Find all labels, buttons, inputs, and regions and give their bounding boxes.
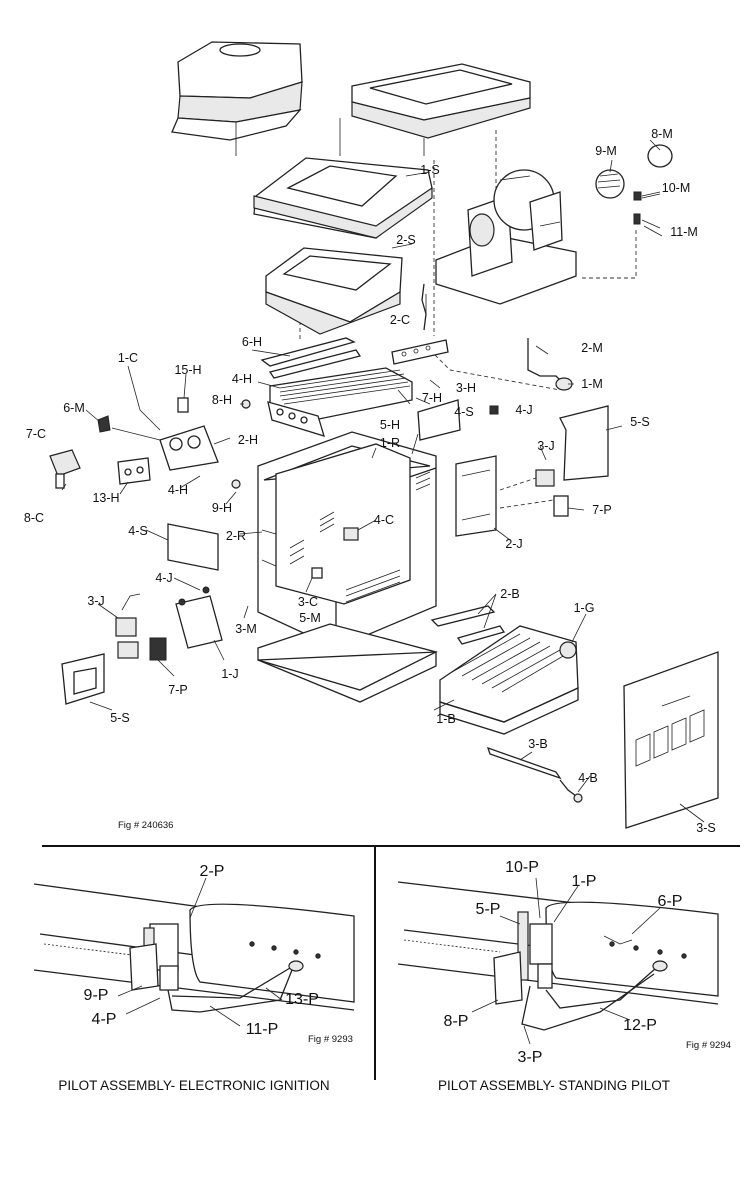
callout-2C: 2-C [389,312,411,327]
callout-4J-left: 4-J [155,570,173,585]
callout-4H-lower: 4-H [167,482,189,497]
callout-3P: 3-P [517,1049,543,1066]
heat-exchanger [241,337,449,437]
motor-parts [595,144,673,229]
callout-8M: 8-M [651,126,673,141]
callout-2S: 2-S [396,232,416,247]
callout-3J-left: 3-J [87,593,105,608]
top-frame-1S [253,157,433,239]
callout-4S-left: 4-S [128,523,148,538]
header-parts [49,397,241,489]
callout-13H: 13-H [92,490,120,505]
callout-5S-left: 5-S [110,710,130,725]
callout-8P: 8-P [443,1013,469,1030]
blower-assembly [435,169,577,305]
callout-2J: 2-J [505,536,523,551]
right-side-parts [417,399,609,537]
callout-9P: 9-P [83,987,109,1004]
callout-8C: 8-C [23,510,45,525]
callout-3J-right: 3-J [537,438,555,453]
callout-10P: 10-P [505,859,539,876]
callout-5P: 5-P [475,901,501,918]
callout-9H: 9-H [211,500,233,515]
front-panel-3S [623,651,719,829]
callout-4S-top: 4-S [454,404,474,419]
callout-6P: 6-P [657,893,683,910]
burner-tray [430,605,579,735]
draft-hood [171,41,303,141]
callout-4C: 4-C [373,512,395,527]
callout-7P-left: 7-P [168,682,188,697]
callout-15H: 15-H [174,362,202,377]
callout-4H: 4-H [231,371,253,386]
callout-7C: 7-C [25,426,47,441]
main-cabinet [257,431,438,703]
top-cover-panel [351,63,531,139]
callout-5M: 5-M [299,610,321,625]
inner-frame-2S [265,247,403,335]
pilot-tube-3B [486,746,583,803]
callout-3B: 3-B [528,736,548,751]
callout-3M: 3-M [235,621,257,636]
caption-standing-pilot: PILOT ASSEMBLY- STANDING PILOT [437,1078,671,1093]
callout-13P: 13-P [285,991,319,1008]
figure-number-main: Fig # 240636 [118,820,174,831]
callout-1P: 1-P [571,873,597,890]
callout-4P: 4-P [91,1011,117,1028]
pilot-left-drawing [33,877,355,1027]
callout-6H: 6-H [241,334,263,349]
callout-3H: 3-H [455,380,477,395]
callout-2M: 2-M [581,340,603,355]
callout-1B: 1-B [436,711,456,726]
left-lower-parts [61,523,223,705]
callout-4B: 4-B [578,770,598,785]
callout-1R: 1-R [379,435,401,450]
callout-10M: 10-M [661,180,691,195]
callout-11M: 11-M [670,224,698,239]
figure-number-right: Fig # 9294 [686,1040,731,1051]
figure-number-left: Fig # 9293 [308,1034,353,1045]
pilot-right-drawing [397,877,719,1045]
callout-7H: 7-H [421,390,443,405]
callout-1C: 1-C [117,350,139,365]
callout-2P: 2-P [199,863,225,880]
callout-5S-right: 5-S [630,414,650,429]
callout-3S: 3-S [696,820,716,835]
callout-1J: 1-J [221,666,239,681]
callout-12P: 12-P [623,1017,657,1034]
leader-lines [61,139,705,823]
callout-2R: 2-R [225,528,247,543]
callout-1M: 1-M [581,376,603,391]
callout-8H: 8-H [211,392,233,407]
callout-1S: 1-S [420,162,440,177]
callout-1G: 1-G [573,600,595,615]
callout-3C: 3-C [297,594,319,609]
callout-11P: 11-P [245,1021,279,1038]
wiring [421,283,573,391]
callout-2H: 2-H [237,432,259,447]
callout-9M: 9-M [595,143,617,158]
callout-4J-top: 4-J [515,402,533,417]
caption-electronic-ignition: PILOT ASSEMBLY- ELECTRONIC IGNITION [58,1078,330,1093]
callout-7P-right: 7-P [592,502,612,517]
callout-2B: 2-B [500,586,520,601]
callout-5H: 5-H [379,417,401,432]
callout-6M: 6-M [63,400,85,415]
